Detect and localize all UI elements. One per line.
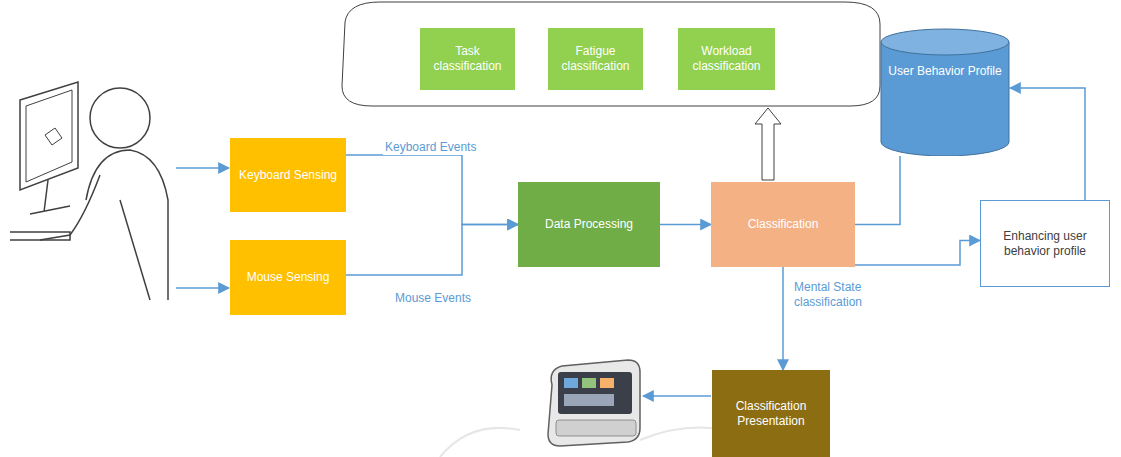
node-label: Mouse Sensing — [241, 266, 336, 289]
cylinder-top — [881, 29, 1009, 55]
sensing-box: Keyboard Sensing — [230, 138, 346, 212]
connector — [346, 225, 518, 276]
cylinder-body — [881, 42, 1009, 156]
edge-label: Mental State classification — [792, 280, 892, 310]
watermark-arc — [440, 428, 520, 457]
connector — [782, 267, 784, 370]
user-illustration — [10, 82, 168, 300]
node-label: Classification — [742, 213, 825, 236]
output-cloud — [342, 2, 880, 106]
node-label: Keyboard Sensing — [233, 164, 343, 187]
hollow-arrow — [755, 108, 781, 180]
node-label: Data Processing — [539, 213, 639, 236]
edge-label: Mouse Events — [393, 291, 473, 306]
sensing-box: Mouse Sensing — [230, 240, 346, 315]
output-arrow — [643, 395, 711, 397]
node-label: Classification Presentation — [712, 395, 830, 433]
process-box: Data Processing — [518, 182, 660, 267]
process-box: Classification — [711, 182, 855, 267]
class-box: Workload classification — [678, 28, 775, 90]
input-arrow — [176, 287, 229, 289]
connector — [855, 241, 980, 266]
class-box: Task classification — [420, 28, 515, 90]
node-label: Enhancing user behavior profile — [981, 225, 1109, 263]
connector — [1010, 88, 1085, 200]
edge-label: Keyboard Events — [383, 140, 478, 155]
connector — [346, 155, 518, 225]
node-label: Task classification — [420, 40, 515, 78]
display-device — [548, 360, 640, 446]
cylinder-shape — [880, 28, 1010, 156]
presentation-box: Classification Presentation — [712, 370, 830, 457]
connector — [855, 156, 900, 225]
node-label: Workload classification — [678, 40, 775, 78]
connector — [660, 224, 711, 226]
process-box: Enhancing user behavior profile — [980, 200, 1110, 287]
database-cylinder: User Behavior Profile — [880, 28, 1010, 156]
input-arrow — [176, 167, 229, 169]
node-label: Fatigue classification — [548, 40, 643, 78]
node-label: User Behavior Profile — [882, 60, 1007, 83]
class-box: Fatigue classification — [548, 28, 643, 90]
